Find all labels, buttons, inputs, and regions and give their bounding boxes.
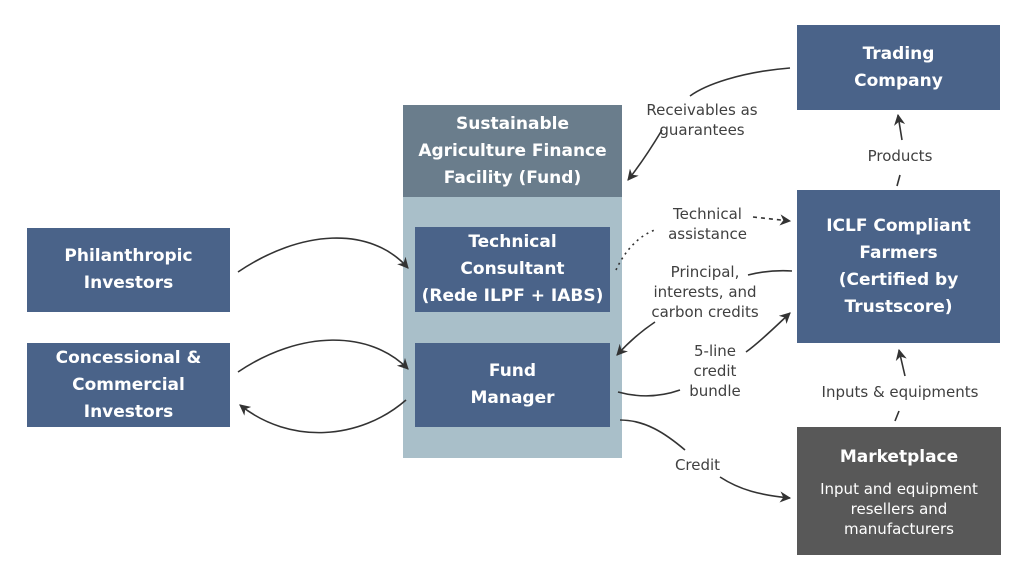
credit-bundle-to-farmers-arrow [745,312,791,353]
marketplace-subtitle: Input and equipment resellers and manufa… [820,479,978,538]
manager-to-credit-line [619,419,686,451]
concessional-investors-label: Concessional & Commercial Investors [55,347,202,422]
trading-company-node: Trading Company [797,25,1000,110]
credit-label: Credit [674,456,721,474]
fund-manager-node: Fund Manager [415,343,610,427]
philanthropic-to-consultant-arrow [237,237,409,273]
iclf-farmers-label: ICLF Compliant Farmers (Certified by Tru… [826,215,971,317]
trading-to-fund-arrow [689,67,791,97]
products-to-trading-arrow [894,113,906,141]
fund-manager-label: Fund Manager [470,361,555,408]
farmers-to-principal-line [747,269,793,276]
technical-assistance-dotted-link [615,229,656,271]
concessional-investors-node: Concessional & Commercial Investors [27,343,230,427]
farmers-to-products-line [896,174,901,187]
inputs-to-farmers-arrow [895,348,907,377]
marketplace-title: Marketplace [839,446,959,467]
concessional-to-manager-arrow [237,339,409,373]
principal-label: Principal, interests, and carbon credits [651,263,759,321]
marketplace-to-inputs-line [894,410,900,422]
technical-consultant-label: Technical Consultant (Rede ILPF + IABS) [421,232,604,306]
fund-header-label: Sustainable Agriculture Finance Facility… [418,113,607,188]
technical-assistance-arrow [752,214,792,226]
principal-to-manager-arrow [616,321,656,356]
marketplace-node: Marketplace Input and equipment reseller… [797,427,1001,555]
manager-to-concessional-arrow [239,399,407,434]
fund-header: Sustainable Agriculture Finance Facility… [403,105,622,197]
iclf-farmers-node: ICLF Compliant Farmers (Certified by Tru… [797,190,1000,343]
products-label: Products [867,147,933,165]
technical-assistance-label: Technical assistance [668,205,747,243]
technical-consultant-node: Technical Consultant (Rede ILPF + IABS) [415,227,610,312]
credit-bundle-label: 5-line credit bundle [689,342,741,400]
receivables-to-fund-arrow [627,129,663,181]
inputs-equipments-label: Inputs & equipments [821,383,979,401]
manager-to-credit-bundle-line [617,389,681,397]
philanthropic-investors-label: Philanthropic Investors [64,246,193,293]
trading-company-label: Trading Company [854,43,943,91]
philanthropic-investors-node: Philanthropic Investors [27,228,230,312]
credit-to-marketplace-arrow [719,476,792,503]
receivables-label: Receivables as guarantees [646,101,758,139]
